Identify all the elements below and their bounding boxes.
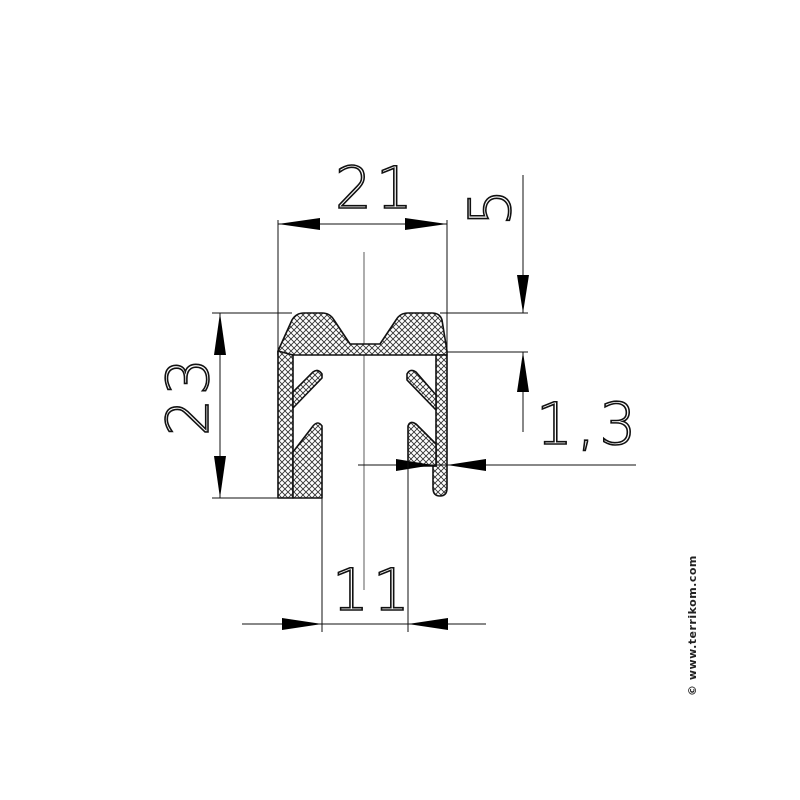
dimension-height-23: 23	[153, 312, 292, 499]
dimension-slot-11: 11	[242, 430, 486, 632]
right-upper-fin	[406, 369, 437, 411]
dimension-width-21: 21	[277, 153, 448, 351]
dimension-thickness-1-3: 1,3	[358, 389, 640, 471]
right-wall	[432, 354, 448, 497]
dimension-top-5: 5	[440, 175, 529, 432]
top-beam	[277, 312, 448, 356]
left-upper-fin	[292, 369, 323, 409]
dimension-label-11: 11	[332, 556, 414, 624]
left-lower-fin	[292, 422, 323, 499]
dimension-label-1-3: 1,3	[536, 390, 640, 458]
profile-cross-section	[277, 312, 448, 499]
dimension-label-21: 21	[335, 154, 417, 222]
copyright-watermark: © www.terrikom.com	[686, 555, 699, 696]
left-wall	[277, 350, 294, 499]
dimension-label-23: 23	[154, 354, 222, 436]
right-lower-fin	[407, 421, 437, 467]
dimension-label-5: 5	[456, 185, 524, 226]
